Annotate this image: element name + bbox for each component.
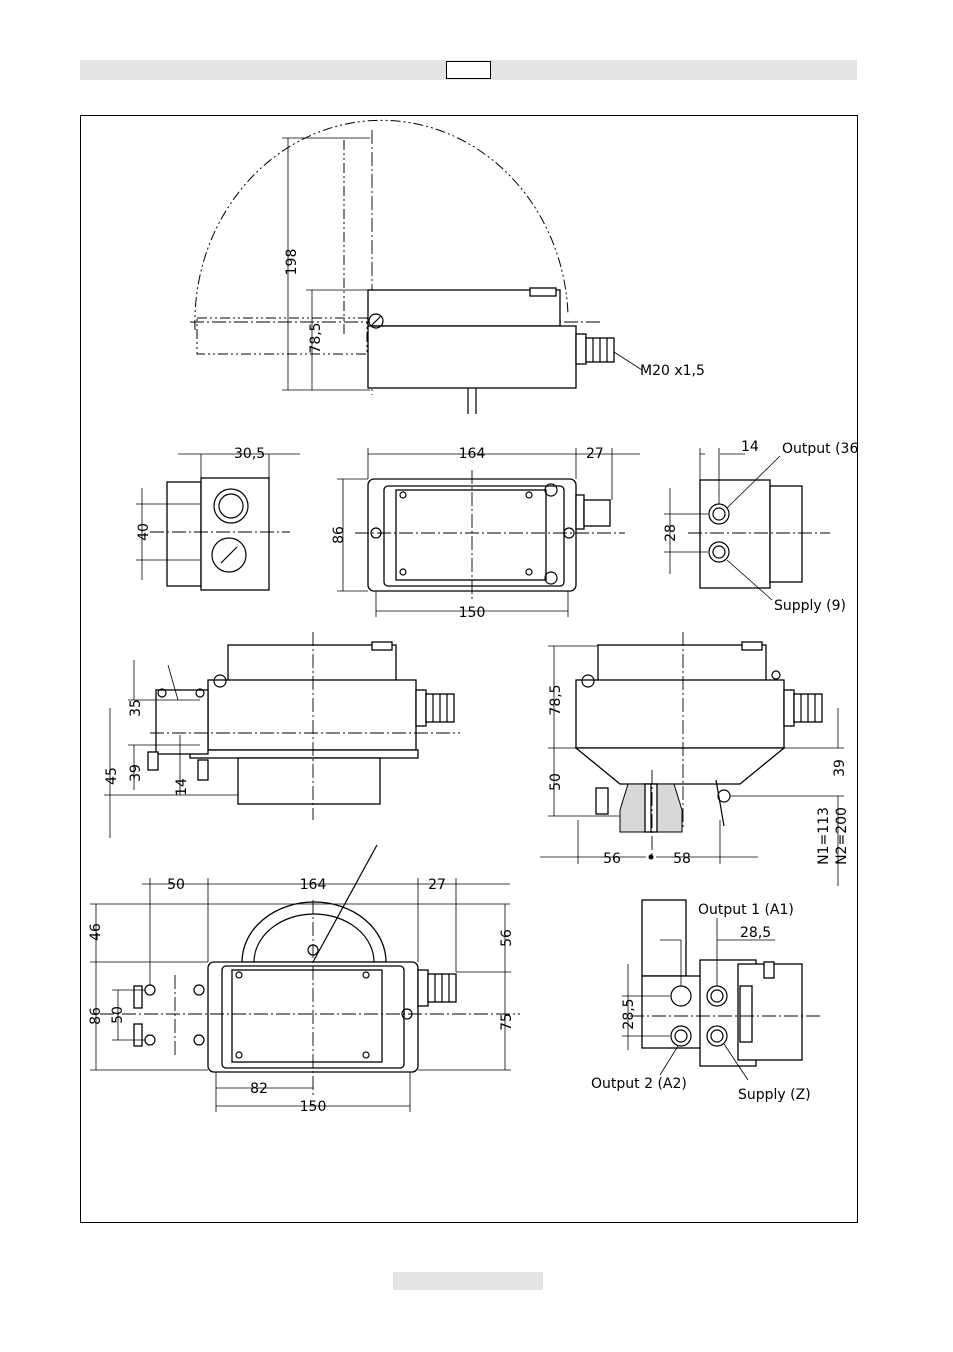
dim-46: 46	[88, 923, 104, 941]
output-36-label: Output (36	[782, 441, 858, 457]
left-side-view	[136, 454, 300, 590]
dim-50-bottom: 50	[167, 877, 185, 893]
dim-50-inner: 50	[110, 1006, 126, 1024]
output1-label: Output 1 (A1)	[698, 902, 794, 918]
dim-75: 75	[499, 1013, 515, 1031]
dim-78-5-top: 78,5	[308, 322, 324, 353]
dim-56-bottom: 56	[499, 929, 515, 947]
output2-label: Output 2 (A2)	[591, 1076, 687, 1092]
dim-35: 35	[128, 699, 144, 717]
dim-150-bottom: 150	[300, 1099, 327, 1115]
dim-50-mount: 50	[548, 773, 564, 791]
dim-164-bottom: 164	[300, 877, 327, 893]
dim-30-5: 30,5	[234, 446, 265, 462]
dim-58: 58	[673, 851, 691, 867]
dim-40: 40	[136, 523, 152, 541]
dim-14-left: 14	[174, 778, 190, 796]
dim-28-right: 28	[663, 524, 679, 542]
right-side-view	[664, 448, 830, 600]
dim-14-right: 14	[741, 439, 759, 455]
dim-164-front: 164	[459, 446, 486, 462]
thread-label: M20 x1,5	[640, 363, 705, 379]
top-view	[190, 120, 642, 414]
note-n2: N2=200	[834, 807, 850, 865]
dim-28-5-v: 28,5	[621, 998, 637, 1029]
supply-9-label: Supply (9)	[774, 598, 846, 614]
dim-39-left: 39	[128, 764, 144, 782]
dim-27-bottom: 27	[428, 877, 446, 893]
dim-39-right: 39	[832, 759, 848, 777]
dim-45: 45	[104, 767, 120, 785]
mount-view-left	[104, 632, 460, 838]
dim-28-5-h: 28,5	[740, 925, 771, 941]
mount-view-right	[540, 632, 844, 886]
dim-82: 82	[250, 1081, 268, 1097]
front-view	[337, 448, 640, 617]
dim-86-front: 86	[331, 526, 347, 544]
note-n1: N1=113	[816, 807, 832, 865]
dim-27-front: 27	[586, 446, 604, 462]
dim-198: 198	[284, 249, 300, 276]
supply-z-label: Supply (Z)	[738, 1087, 811, 1103]
dim-78-5-mount: 78,5	[548, 684, 564, 715]
dim-150-front: 150	[459, 605, 486, 621]
manifold-view	[622, 900, 822, 1080]
dim-56: 56	[603, 851, 621, 867]
dim-86-bottom: 86	[88, 1007, 104, 1025]
